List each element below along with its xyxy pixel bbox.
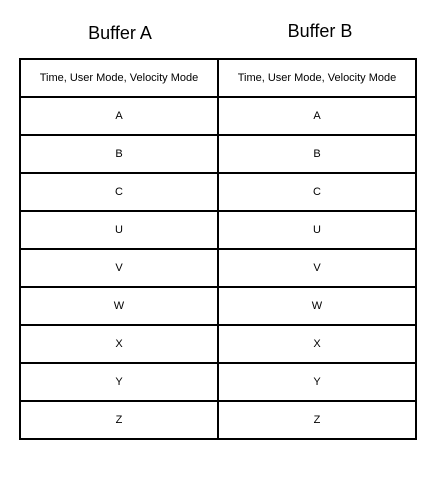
buffer-a-cell: W (19, 286, 219, 326)
buffer-b-cell: U (217, 210, 417, 250)
buffer-table: Time, User Mode, Velocity Mode Time, Use… (19, 58, 417, 440)
table-row: X X (19, 324, 417, 364)
table-row: A A (19, 96, 417, 136)
buffer-b-cell: V (217, 248, 417, 288)
buffer-a-cell: C (19, 172, 219, 212)
table-row: W W (19, 286, 417, 326)
table-row: C C (19, 172, 417, 212)
buffer-b-title: Buffer B (287, 21, 353, 41)
buffer-a-cell: U (19, 210, 219, 250)
table-row: Y Y (19, 362, 417, 402)
buffer-a-cell: Z (19, 400, 219, 440)
buffer-b-cell: X (217, 324, 417, 364)
buffer-b-header-cell: Time, User Mode, Velocity Mode (217, 58, 417, 98)
buffer-a-cell: Y (19, 362, 219, 402)
table-row: V V (19, 248, 417, 288)
buffer-a-cell: V (19, 248, 219, 288)
buffer-b-cell: W (217, 286, 417, 326)
buffer-b-cell: Y (217, 362, 417, 402)
table-header-row: Time, User Mode, Velocity Mode Time, Use… (19, 58, 417, 98)
table-row: Z Z (19, 400, 417, 440)
buffer-a-title: Buffer A (88, 23, 152, 43)
buffer-a-cell: X (19, 324, 219, 364)
table-row: B B (19, 134, 417, 174)
buffer-a-cell: B (19, 134, 219, 174)
buffer-a-cell: A (19, 96, 219, 136)
buffer-a-header-cell: Time, User Mode, Velocity Mode (19, 58, 219, 98)
buffer-b-cell: C (217, 172, 417, 212)
buffer-b-cell: B (217, 134, 417, 174)
buffer-b-cell: Z (217, 400, 417, 440)
table-row: U U (19, 210, 417, 250)
buffer-b-cell: A (217, 96, 417, 136)
